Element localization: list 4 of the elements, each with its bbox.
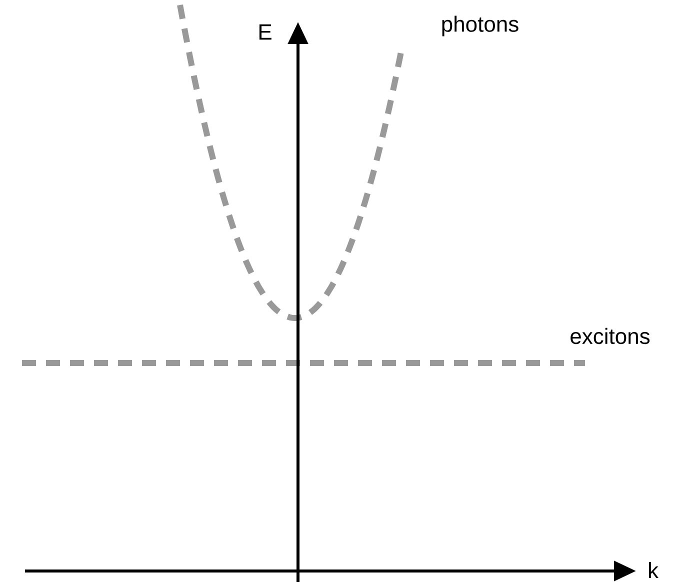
axis-label: E: [259, 24, 272, 40]
axis-label: k: [649, 562, 659, 578]
curve-label: photons: [442, 16, 518, 36]
curve-label: excitons: [570, 328, 650, 344]
